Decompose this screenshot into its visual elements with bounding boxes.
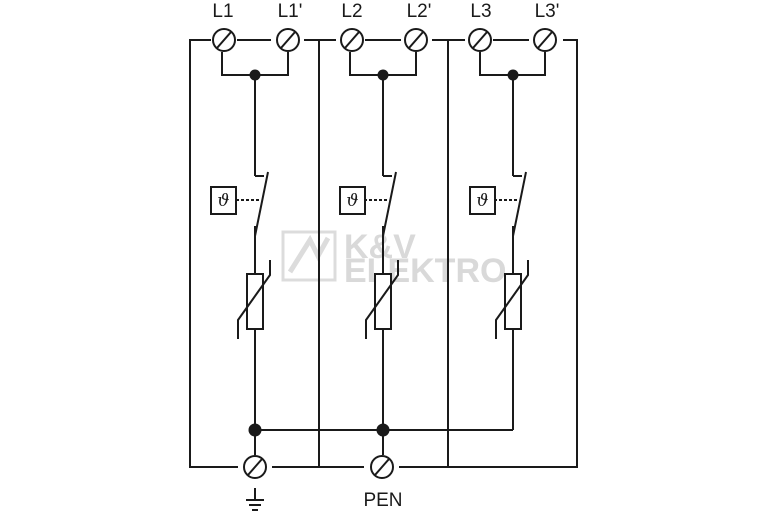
terminal-l2-prime (404, 28, 428, 52)
terminal-pen (370, 455, 394, 479)
top-terminals (212, 28, 557, 52)
phase-3: ϑ (469, 52, 546, 430)
phase-1: ϑ (210, 52, 289, 437)
kv-logo-icon (281, 230, 337, 282)
terminal-l3-prime (533, 28, 557, 52)
terminal-l2 (340, 28, 364, 52)
terminal-l1-prime (276, 28, 300, 52)
terminal-labels: L1 L1' L2 L2' L3 L3' PEN (212, 1, 559, 511)
phase-2: ϑ (339, 52, 417, 437)
label-l2-prime: L2' (407, 1, 432, 22)
common-bus (254, 429, 513, 455)
thermal-disconnect-1 (210, 186, 237, 215)
label-l1-prime: L1' (278, 1, 303, 22)
watermark-line1: K&V (344, 228, 416, 266)
varistor-3 (504, 273, 522, 330)
bottom-terminals (243, 455, 394, 479)
thermal-symbol: ϑ (346, 191, 358, 211)
terminal-ground (243, 455, 267, 479)
terminal-l1 (212, 28, 236, 52)
varistor-2 (374, 273, 392, 330)
varistor-1 (246, 273, 264, 330)
label-l2: L2 (341, 1, 362, 22)
thermal-symbol: ϑ (217, 191, 229, 211)
label-l3-prime: L3' (535, 1, 560, 22)
terminal-l3 (468, 28, 492, 52)
ground-icon (246, 488, 264, 511)
label-l1: L1 (212, 1, 233, 22)
label-pen: PEN (363, 490, 402, 511)
watermark: K&V ELEKTRO (281, 228, 506, 290)
thermal-symbol: ϑ (476, 191, 488, 211)
label-l3: L3 (470, 1, 491, 22)
thermal-disconnect-3 (469, 186, 496, 215)
watermark-line2: ELEKTRO (344, 252, 506, 290)
thermal-disconnect-2 (339, 186, 366, 215)
enclosure-frame (189, 39, 578, 468)
